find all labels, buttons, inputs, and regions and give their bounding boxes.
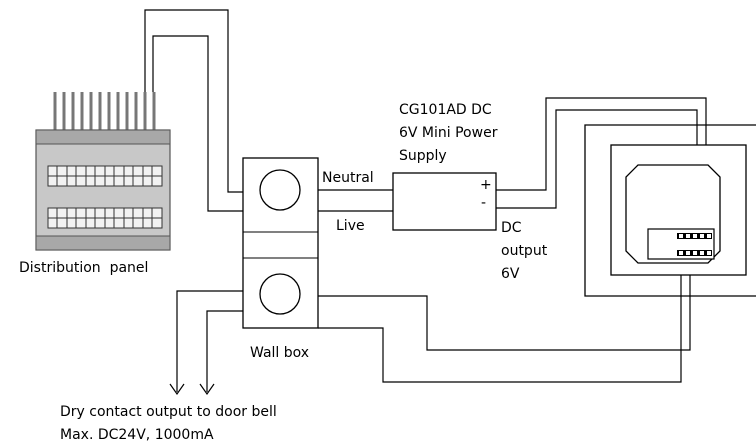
wire-panel-outer [144,9,243,193]
power-supply-box [392,172,497,231]
neutral-label: Neutral [322,170,374,186]
wire-doorbell-b [318,253,682,383]
psu-title-line2: 6V Mini Power [399,125,498,141]
psu-minus-label: - [481,195,486,211]
dry-contact-label-line2: Max. DC24V, 1000mA [60,427,214,443]
terminal-block-bottom [677,250,712,256]
wall-box-label: Wall box [250,345,309,361]
arrow-dry-contact-2 [199,383,215,396]
dc-output-line3: 6V [501,266,520,282]
panel-bottom-rail [35,235,171,251]
wall-box-socket-bottom [259,273,301,315]
psu-title-line3: Supply [399,148,447,164]
wire-panel-inner [152,35,243,212]
distribution-panel [35,92,171,251]
wall-box-socket-top [259,169,301,211]
indoor-unit [584,124,756,297]
breaker-row-bottom [47,207,163,229]
panel-top-rail [35,129,171,145]
dc-output-line2: output [501,243,548,259]
terminal-block-top [677,233,712,239]
wire-dry-contact-1 [176,290,243,392]
breaker-row-top [47,165,163,187]
panel-wire-bundle [53,92,156,130]
dry-contact-label-line1: Dry contact output to door bell [60,404,277,420]
psu-title-line1: CG101AD DC [399,102,492,118]
indoor-unit-outer-frame [584,124,756,297]
wall-box [242,157,319,329]
wire-psu-plus [496,97,707,237]
psu-plus-label: + [480,177,492,193]
wire-dry-contact-2 [206,310,243,392]
distribution-panel-label: Distribution panel [19,260,148,276]
arrow-dry-contact-1 [169,383,185,396]
dc-output-line1: DC [501,220,522,236]
panel-body [35,129,171,251]
wire-doorbell-a [318,253,691,351]
live-label: Live [336,218,365,234]
